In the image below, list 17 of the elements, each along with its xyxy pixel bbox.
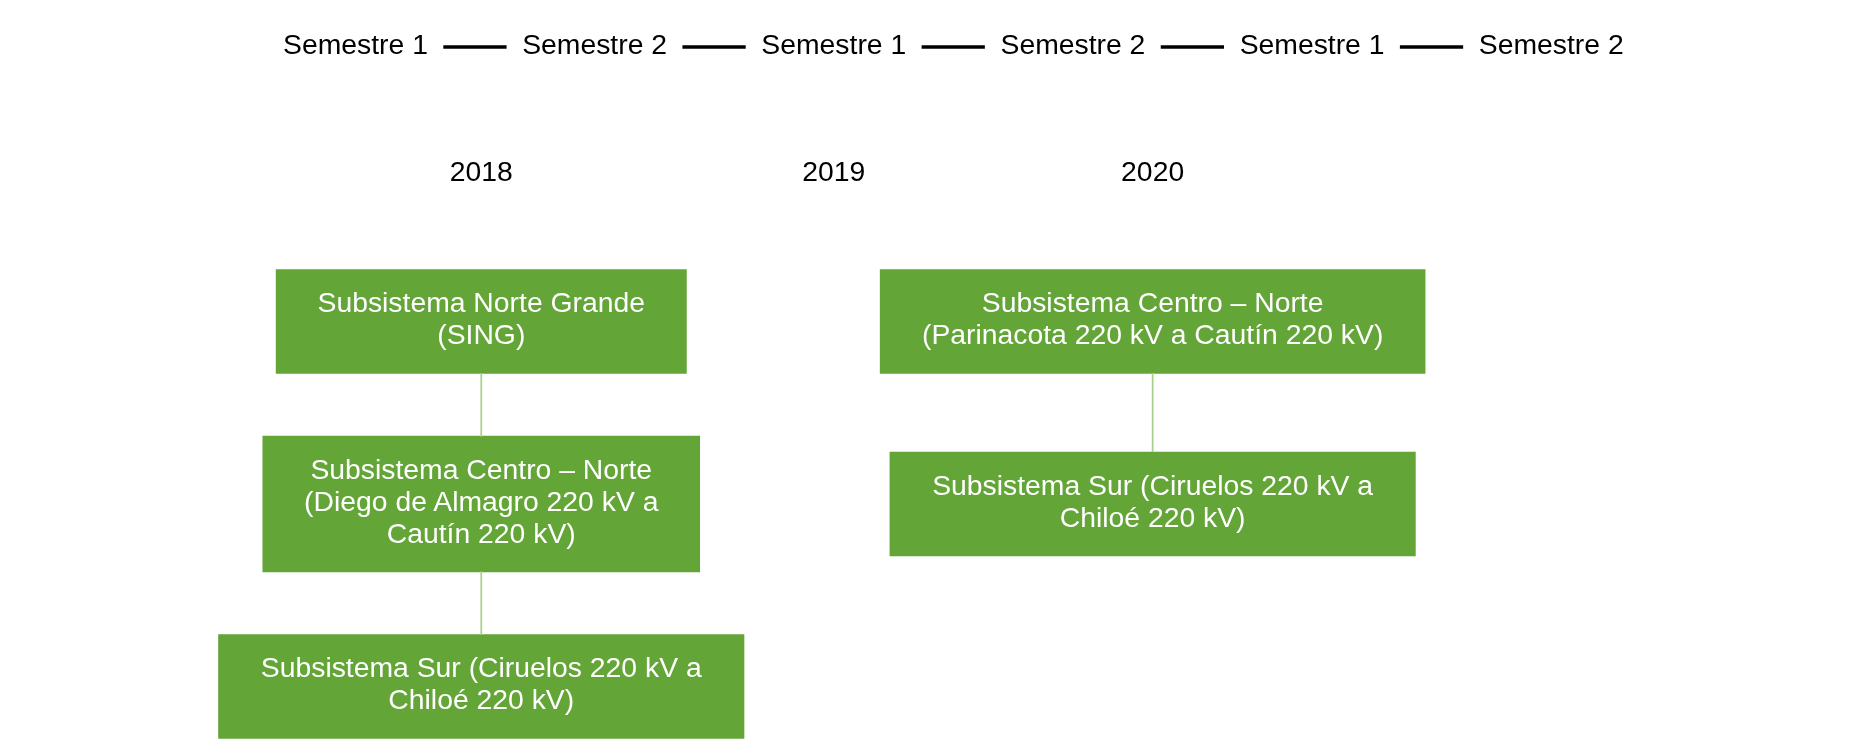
node-box: Subsistema Centro – Norte (Diego de Almagro 220 kV a Cautín 220 kV) — [262, 435, 701, 573]
label: 2018 — [449, 155, 513, 188]
node-box: Subsistema Sur (Ciruelos 220 kV a Chiloé 220 kV) — [889, 451, 1416, 557]
node-box: Subsistema Sur (Ciruelos 220 kV a Chiloé 220 kV) — [218, 634, 745, 739]
label: Semestre 1 — [283, 27, 428, 60]
connector — [1151, 372, 1154, 453]
label: 2019 — [802, 155, 866, 188]
node-box: Subsistema Norte Grande (SING) — [275, 269, 687, 374]
label: Semestre 2 — [522, 27, 668, 60]
label: Semestre 1 — [761, 27, 907, 60]
label: Semestre 2 — [1478, 27, 1624, 60]
connector — [480, 570, 483, 636]
node-box: Subsistema Centro – Norte (Parinacota 220 kV a Cautín 220 kV) — [879, 269, 1426, 374]
label: Semestre 1 — [1239, 27, 1385, 60]
label: 2020 — [1121, 155, 1185, 188]
connector — [480, 372, 483, 438]
label: Semestre 2 — [1000, 27, 1146, 60]
